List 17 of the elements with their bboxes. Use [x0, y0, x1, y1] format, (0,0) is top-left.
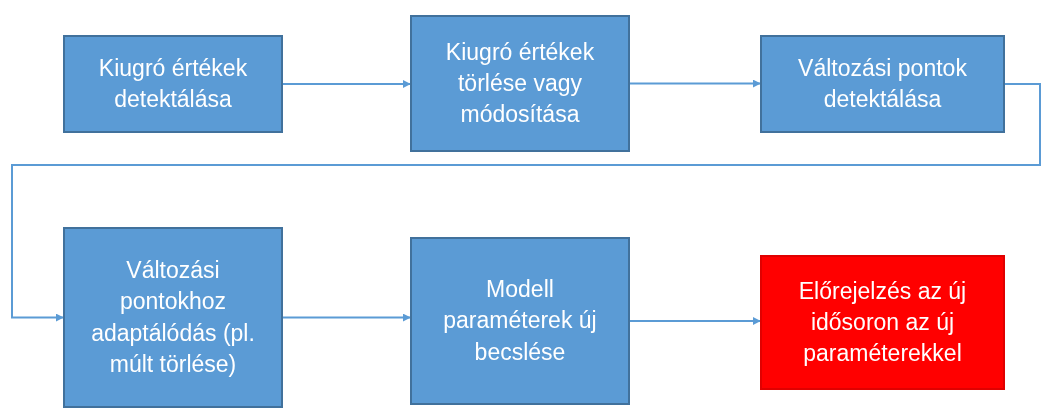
process-box	[760, 35, 1005, 133]
box-label: Kiugró értékek detektálása	[97, 53, 249, 114]
arrow	[629, 317, 761, 325]
box-label: Kiugró értékek törlése vagy módosítása	[444, 37, 596, 129]
process-box	[410, 237, 630, 405]
arrow	[629, 79, 761, 88]
box-label: Változási pontok detektálása	[797, 53, 968, 114]
box-label: Előrejelzés az új idősoron az új paraméterekkel	[797, 276, 968, 368]
process-box	[63, 227, 283, 408]
arrow	[282, 313, 411, 322]
box-label: Modell paraméterek új becslése	[442, 275, 598, 367]
box-label: Változási pontokhoz adaptálódás (pl. múlt törlése)	[90, 256, 256, 379]
process-box	[760, 255, 1005, 390]
process-box	[63, 35, 283, 133]
arrow	[11, 83, 1041, 322]
arrow	[282, 80, 411, 88]
process-box	[410, 15, 630, 152]
